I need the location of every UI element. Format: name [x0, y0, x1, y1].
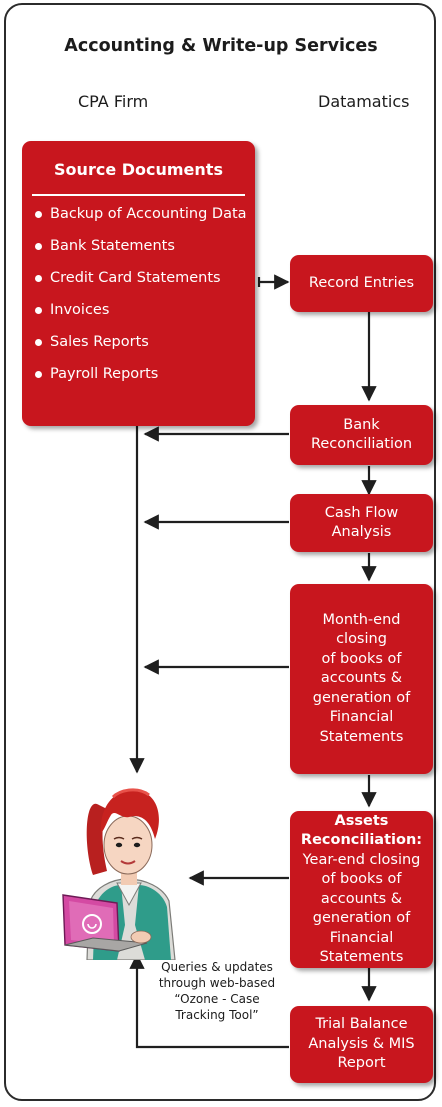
queries-caption: Queries & updates through web-based “Ozo…: [150, 959, 284, 1023]
trial-balance-line: Report: [337, 1055, 386, 1072]
record-entries-label: Record Entries: [308, 274, 415, 291]
trial-balance-line: Analysis & MIS: [308, 1035, 415, 1052]
bank-reconciliation-line: Reconciliation: [310, 436, 413, 452]
column-heading-datamatics: Datamatics: [318, 92, 410, 111]
cash-flow-line: Analysis: [331, 524, 392, 540]
list-item: Payroll Reports: [35, 365, 250, 384]
caption-line: Queries & updates: [161, 960, 273, 974]
column-heading-cpa-firm: CPA Firm: [78, 92, 149, 111]
bank-reconciliation-box: Bank Reconciliation: [290, 405, 433, 465]
assets-body-line: Statements: [319, 949, 404, 965]
cpa-user-illustration: [62, 788, 176, 960]
trial-balance-line: Trial Balance: [315, 1016, 408, 1033]
assets-body-line: Year-end closing: [302, 851, 421, 868]
source-documents-title: Source Documents: [54, 160, 223, 179]
month-end-line: accounts &: [320, 670, 403, 687]
assets-body-line: generation of: [312, 910, 411, 926]
month-end-line: Month-end: [322, 611, 401, 628]
assets-heading-line: Reconciliation:: [300, 832, 423, 848]
month-end-line: Financial: [329, 709, 394, 726]
caption-line: through web-based: [158, 976, 276, 990]
trial-balance-box: Trial Balance Analysis & MIS Report: [290, 1006, 433, 1083]
list-item: Backup of Accounting Data: [35, 205, 250, 224]
record-entries-box: Record Entries: [290, 255, 433, 312]
cash-flow-line: Cash Flow: [324, 504, 399, 521]
list-item: Bank Statements: [35, 237, 250, 256]
month-end-line: closing: [336, 631, 387, 648]
source-documents-list: Backup of Accounting Data Bank Statement…: [35, 205, 250, 397]
list-item: Credit Card Statements: [35, 269, 250, 288]
month-end-closing-box: Month-end closing of books of accounts &…: [290, 584, 433, 774]
month-end-line: of books of: [321, 650, 402, 667]
bank-reconciliation-line: Bank: [343, 416, 380, 433]
assets-heading-line: Assets: [334, 812, 389, 829]
assets-body-line: of books of: [321, 871, 402, 887]
month-end-line: generation of: [312, 689, 411, 706]
month-end-line: Statements: [319, 728, 404, 745]
cash-flow-analysis-box: Cash Flow Analysis: [290, 494, 433, 552]
caption-line: “Ozone - Case: [174, 992, 260, 1006]
diagram-frame: [4, 3, 436, 1101]
assets-reconciliation-box: Assets Reconciliation: Year-end closing …: [290, 811, 433, 968]
caption-line: Tracking Tool”: [175, 1008, 259, 1022]
assets-body-line: Financial: [329, 929, 394, 946]
diagram-title: Accounting & Write-up Services: [64, 36, 378, 56]
list-item: Sales Reports: [35, 333, 250, 352]
source-documents-divider: [32, 194, 245, 196]
source-documents-box: Source Documents Backup of Accounting Da…: [22, 141, 255, 426]
assets-body-line: accounts &: [320, 890, 403, 907]
list-item: Invoices: [35, 301, 250, 320]
arrow-trial-to-user: [129, 953, 289, 1049]
